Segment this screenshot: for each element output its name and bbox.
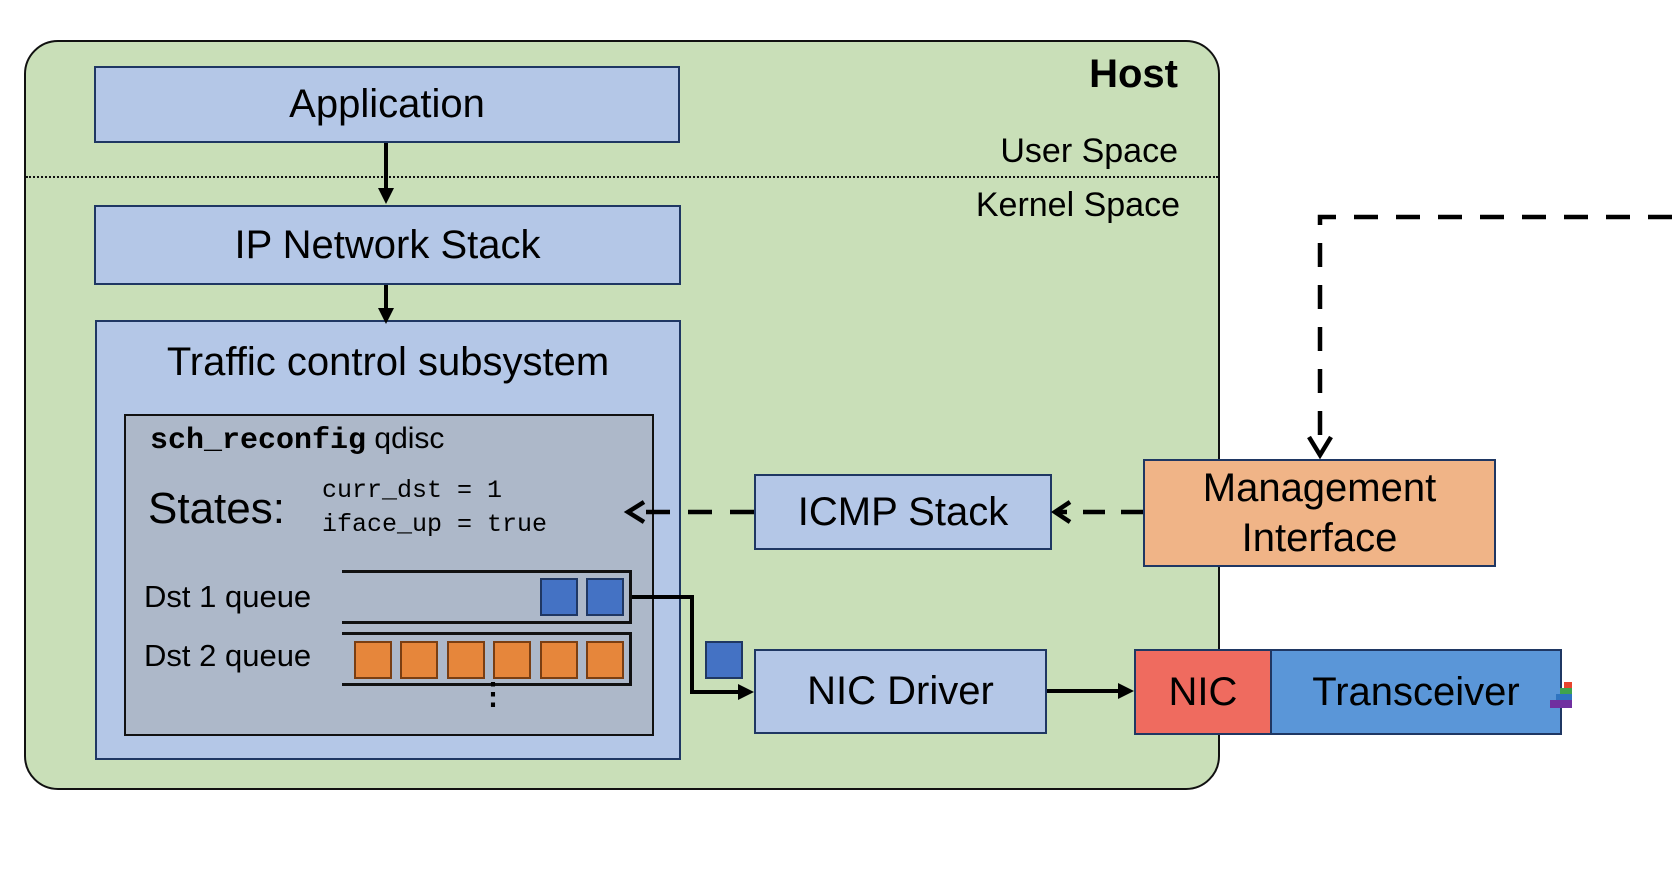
arrowhead-nic-driver-to-nic (1118, 683, 1134, 699)
queued-packet (446, 641, 485, 679)
management-interface-label-line2: Interface (1241, 516, 1398, 560)
transceiver-label: Transceiver (1312, 669, 1520, 714)
arrowhead-icmp-to-qdisc (623, 500, 646, 524)
optical-signal-icon (1550, 682, 1572, 708)
in-flight-packet (705, 641, 743, 679)
queued-packet (493, 641, 531, 679)
traffic-control-label: Traffic control subsystem (166, 340, 610, 384)
arrowhead-external-to-mgmt (1307, 435, 1333, 460)
application-box[interactable]: Application (94, 66, 680, 143)
queued-packet (539, 641, 578, 679)
arrowhead-ip-to-tc (378, 308, 394, 324)
arrowhead-app-to-ip (378, 188, 394, 204)
nic-driver-label: NIC Driver (807, 669, 994, 713)
icmp-stack-label: ICMP Stack (797, 489, 1009, 534)
user-kernel-divider (26, 176, 1218, 178)
dst1-queue-label: Dst 1 queue (144, 579, 312, 614)
state-curr-dst: curr_dst = 1 (322, 476, 503, 505)
host-title: Host (1089, 52, 1178, 96)
nic-label: NIC (1168, 669, 1238, 714)
nic-box[interactable]: NIC (1134, 649, 1272, 735)
arrow-queue-to-nic-driver (632, 595, 742, 694)
management-interface-label-line1: Management (1202, 466, 1437, 510)
dst2-queue-label: Dst 2 queue (144, 638, 312, 673)
icmp-stack-box[interactable]: ICMP Stack (754, 474, 1052, 550)
queued-packet (586, 641, 624, 679)
queued-packet (353, 641, 392, 679)
ip-network-stack-label: IP Network Stack (234, 222, 541, 267)
queued-packet (586, 578, 624, 616)
qdisc-name: sch_reconfig qdisc (150, 422, 444, 458)
dst2-queue (342, 632, 632, 686)
nic-driver-box[interactable]: NIC Driver (754, 649, 1047, 734)
queued-packet (400, 641, 438, 679)
dst1-queue (342, 570, 632, 624)
arrowhead-mgmt-to-icmp (1050, 500, 1072, 524)
qdisc-box[interactable] (124, 414, 654, 736)
arrow-external-to-mgmt (1317, 214, 1672, 452)
kernel-space-label: Kernel Space (975, 186, 1180, 224)
qdisc-name-suffix: qdisc (374, 422, 445, 455)
qdisc-name-code: sch_reconfig (150, 424, 367, 458)
application-label: Application (289, 82, 485, 126)
queued-packet (539, 578, 578, 616)
user-space-label: User Space (1000, 132, 1178, 170)
ip-network-stack-box[interactable]: IP Network Stack (94, 205, 681, 285)
state-iface-up: iface_up = true (322, 510, 548, 539)
states-label: States: (148, 484, 285, 533)
arrowhead-queue-to-nic-driver (738, 684, 754, 700)
management-interface-box[interactable]: Management Interface (1143, 459, 1496, 567)
